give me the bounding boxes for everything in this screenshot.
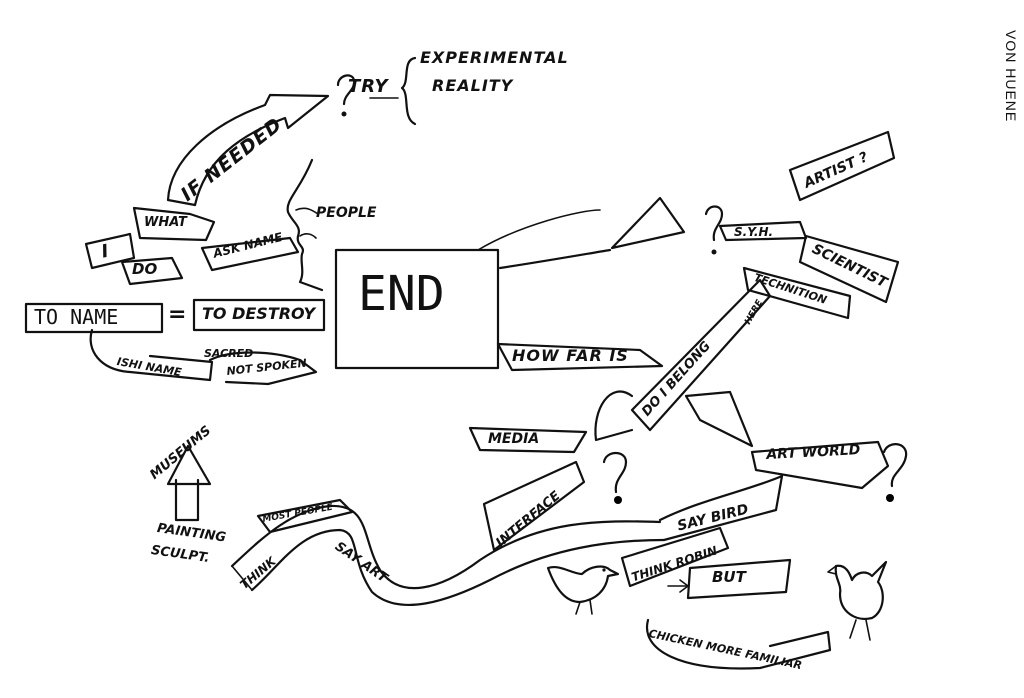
end-box-frame — [334, 248, 500, 370]
brace-icon — [400, 56, 417, 126]
what-label: WHAT — [144, 215, 187, 230]
experimental-label: EXPERIMENTAL — [420, 48, 569, 67]
equals-sign: = — [168, 302, 187, 327]
question-mark-icon — [602, 451, 628, 504]
author-credit: VON HUENE — [1003, 30, 1019, 123]
question-mark-icon — [882, 443, 908, 502]
face-profile-icon — [286, 158, 324, 292]
question-mark-icon — [336, 74, 356, 117]
to-destroy-label: TO DESTROY — [202, 304, 316, 323]
try-label: TRY — [348, 76, 389, 97]
arrow-icon — [166, 93, 330, 207]
media-label: MEDIA — [488, 431, 540, 447]
how-far-is-label: HOW FAR IS — [512, 346, 629, 365]
but-label: BUT — [712, 568, 746, 586]
bird-icon — [546, 565, 620, 615]
to-name-label: TO NAME — [34, 305, 119, 329]
do-label: DO — [132, 260, 158, 278]
sacred-label: SACRED — [204, 347, 254, 360]
people-label: PEOPLE — [316, 205, 377, 221]
syh-label: S.Y.H. — [734, 225, 774, 239]
reality-label: REALITY — [432, 76, 514, 95]
question-mark-icon — [704, 205, 724, 255]
end-label: END — [358, 266, 445, 322]
chicken-icon — [827, 560, 888, 641]
